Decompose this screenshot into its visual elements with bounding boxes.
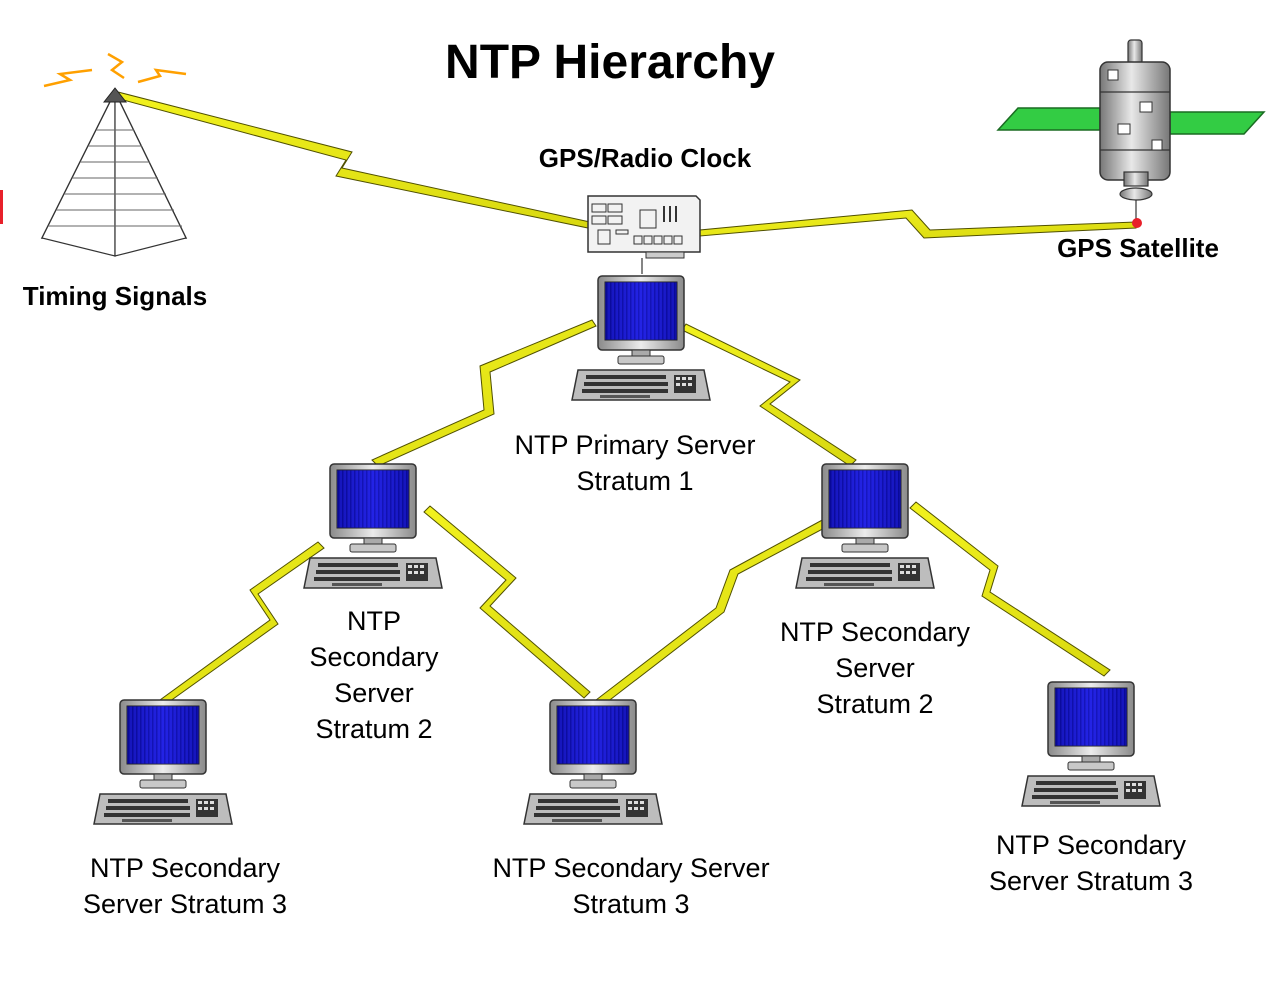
tertiary-right-label-line1: NTP Secondary xyxy=(995,830,1187,860)
edge-accent-mark xyxy=(0,190,3,224)
tertiary-left-label-line1: NTP Secondary xyxy=(89,853,281,883)
secondary-left-label-line4: Stratum 2 xyxy=(315,714,433,744)
secondary-left-label: NTP Secondary Server Stratum 2 xyxy=(276,603,472,747)
computer-icon-tertiary-mid xyxy=(523,699,663,825)
tertiary-right-label: NTP Secondary Server Stratum 3 xyxy=(960,827,1222,899)
secondary-right-label-line2: Server xyxy=(835,653,915,683)
gps-satellite-icon xyxy=(996,39,1266,228)
primary-server-label-line2: Stratum 1 xyxy=(576,466,694,496)
lightning-link-secondary-right-tertiary-right xyxy=(909,501,1111,677)
computer-icon-tertiary-left xyxy=(93,699,233,825)
secondary-right-label-line1: NTP Secondary xyxy=(779,617,971,647)
tertiary-mid-label: NTP Secondary Server Stratum 3 xyxy=(456,850,806,922)
gps-satellite-label: GPS Satellite xyxy=(1057,233,1219,263)
page-title: NTP Hierarchy xyxy=(445,36,775,89)
primary-server-label: NTP Primary Server Stratum 1 xyxy=(480,427,790,499)
tertiary-right-label-line2: Server Stratum 3 xyxy=(988,866,1194,896)
lightning-link-secondary-left-tertiary-mid xyxy=(423,505,591,699)
secondary-left-label-line1: NTP xyxy=(347,606,401,636)
secondary-right-label-line3: Stratum 2 xyxy=(816,689,934,719)
tertiary-left-label-line2: Server Stratum 3 xyxy=(82,889,288,919)
tertiary-left-label: NTP Secondary Server Stratum 3 xyxy=(50,850,320,922)
lightning-link-primary-secondary-left xyxy=(371,319,597,467)
computer-icon-secondary-left xyxy=(303,463,443,589)
primary-server-label-line1: NTP Primary Server xyxy=(514,430,756,460)
computer-icon-primary xyxy=(571,275,711,401)
gps-radio-clock-card-icon xyxy=(587,195,701,274)
radio-tower-icon xyxy=(40,52,188,257)
network-links xyxy=(115,91,1137,707)
secondary-right-label: NTP Secondary Server Stratum 2 xyxy=(750,614,1000,722)
timing-signals-label: Timing Signals xyxy=(22,281,208,311)
secondary-left-label-line2: Secondary xyxy=(309,642,439,672)
gps-radio-clock-label: GPS/Radio Clock xyxy=(538,143,752,173)
secondary-left-label-line3: Server xyxy=(334,678,414,708)
computer-icon-tertiary-right xyxy=(1021,681,1161,807)
lightning-link-primary-secondary-right xyxy=(681,323,857,467)
tertiary-mid-label-line1: NTP Secondary Server xyxy=(492,853,770,883)
tertiary-mid-label-line2: Stratum 3 xyxy=(572,889,690,919)
